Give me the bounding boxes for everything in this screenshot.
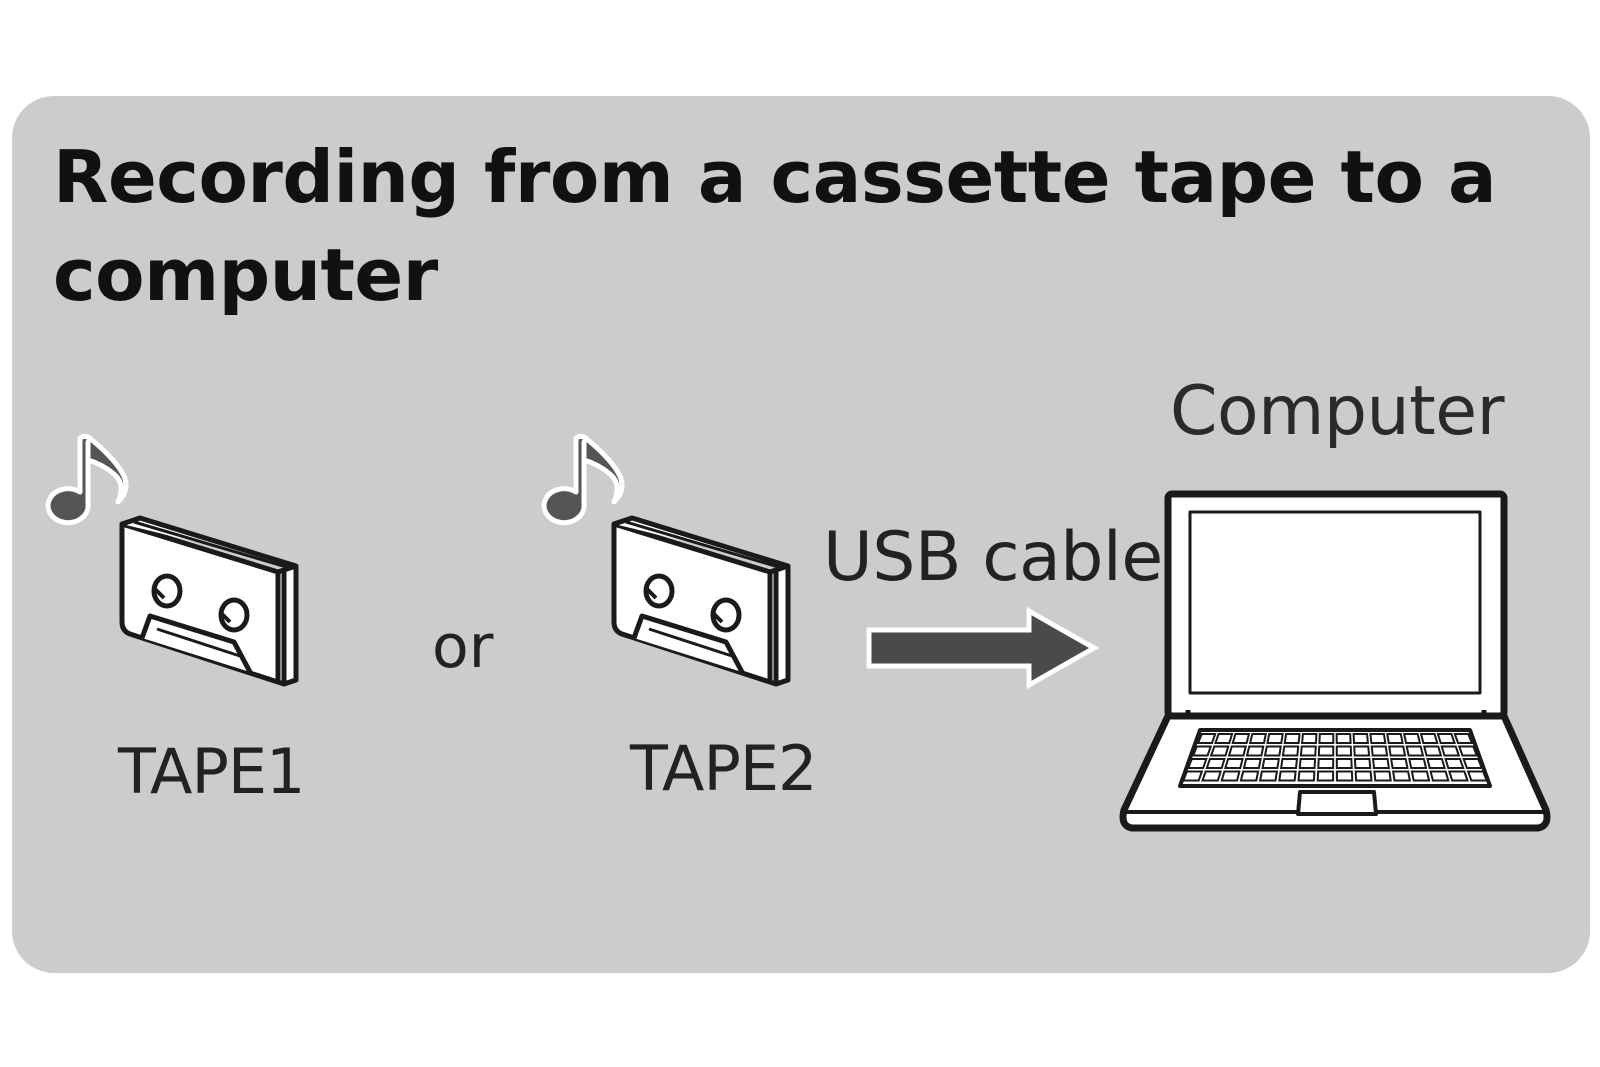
- keyboard-key: [1353, 745, 1371, 757]
- keyboard-key: [1279, 758, 1299, 769]
- keyboard-key: [1335, 770, 1354, 782]
- keyboard-key: [1220, 770, 1241, 782]
- keyboard-key: [1231, 733, 1251, 744]
- keyboard-key: [1317, 758, 1335, 769]
- keyboard-key: [1278, 770, 1297, 782]
- keyboard-key: [1408, 758, 1428, 769]
- keyboard-key: [1390, 758, 1409, 769]
- keyboard-key: [1353, 758, 1372, 769]
- keyboard-key: [1457, 745, 1479, 757]
- keyboard-key: [1258, 770, 1279, 782]
- keyboard-key: [1371, 758, 1391, 769]
- keyboard-key: [1422, 745, 1443, 757]
- music-note-icon: [45, 433, 129, 526]
- keyboard-key: [1191, 745, 1213, 757]
- tape1-label: TAPE1: [118, 735, 305, 808]
- keyboard-key: [1205, 758, 1226, 769]
- keyboard-key: [1239, 770, 1260, 782]
- tape2-label: TAPE2: [630, 732, 817, 805]
- keyboard-key: [1462, 758, 1484, 769]
- usb-cable-label: USB cable: [823, 518, 1163, 597]
- keyboard-key: [1335, 758, 1353, 769]
- keyboard-key: [1186, 758, 1208, 769]
- keyboard-key: [1352, 733, 1370, 744]
- keyboard-key: [1466, 770, 1489, 782]
- keyboard-key: [1402, 733, 1422, 744]
- keyboard-key: [1181, 770, 1204, 782]
- keyboard-key: [1317, 745, 1335, 757]
- keyboard-key: [1426, 758, 1446, 769]
- keyboard-key: [1444, 758, 1465, 769]
- keyboard-key: [1299, 745, 1317, 757]
- diagram-title: Recording from a cassette tape to a comp…: [53, 135, 1497, 317]
- keyboard-key: [1224, 758, 1244, 769]
- keyboard-key: [1227, 745, 1248, 757]
- keyboard-key: [1405, 745, 1425, 757]
- keyboard-key: [1298, 758, 1317, 769]
- keyboard-key: [1440, 745, 1461, 757]
- keyboard-key: [1370, 745, 1389, 757]
- music-note-icon: [541, 433, 625, 526]
- keyboard-key: [1453, 733, 1474, 744]
- keyboard-key: [1261, 758, 1280, 769]
- keyboard-key: [1410, 770, 1431, 782]
- keyboard-key: [1369, 733, 1387, 744]
- keyboard-key: [1391, 770, 1412, 782]
- keyboard-key: [1214, 733, 1234, 744]
- cassette-tape-icon: [611, 515, 791, 687]
- keyboard-key: [1283, 733, 1301, 744]
- computer-label: Computer: [1170, 372, 1505, 451]
- keyboard-key: [1281, 745, 1300, 757]
- keyboard-key: [1263, 745, 1282, 757]
- keyboard-key: [1388, 745, 1407, 757]
- or-label: or: [432, 612, 494, 682]
- keyboard-key: [1335, 745, 1353, 757]
- cassette-tape-icon: [119, 515, 299, 687]
- keyboard-key: [1297, 770, 1316, 782]
- keyboard-key: [1335, 733, 1352, 744]
- keyboard-key: [1436, 733, 1456, 744]
- keyboard-key: [1448, 770, 1469, 782]
- keyboard-key: [1419, 733, 1439, 744]
- keyboard-key: [1318, 733, 1335, 744]
- keyboard-key: [1266, 733, 1284, 744]
- keyboard-key: [1248, 733, 1268, 744]
- keyboard-key: [1300, 733, 1318, 744]
- keyboard-key: [1386, 733, 1404, 744]
- right-arrow-icon: [866, 606, 1100, 690]
- keyboard-key: [1354, 770, 1373, 782]
- keyboard-key: [1245, 745, 1265, 757]
- keyboard-key: [1429, 770, 1450, 782]
- keyboard-key: [1196, 733, 1217, 744]
- keyboard-key: [1373, 770, 1392, 782]
- keyboard-key: [1316, 770, 1335, 782]
- keyboard-key: [1242, 758, 1262, 769]
- keyboard-key: [1209, 745, 1230, 757]
- keyboard-key: [1201, 770, 1222, 782]
- laptop-icon: [1119, 490, 1551, 832]
